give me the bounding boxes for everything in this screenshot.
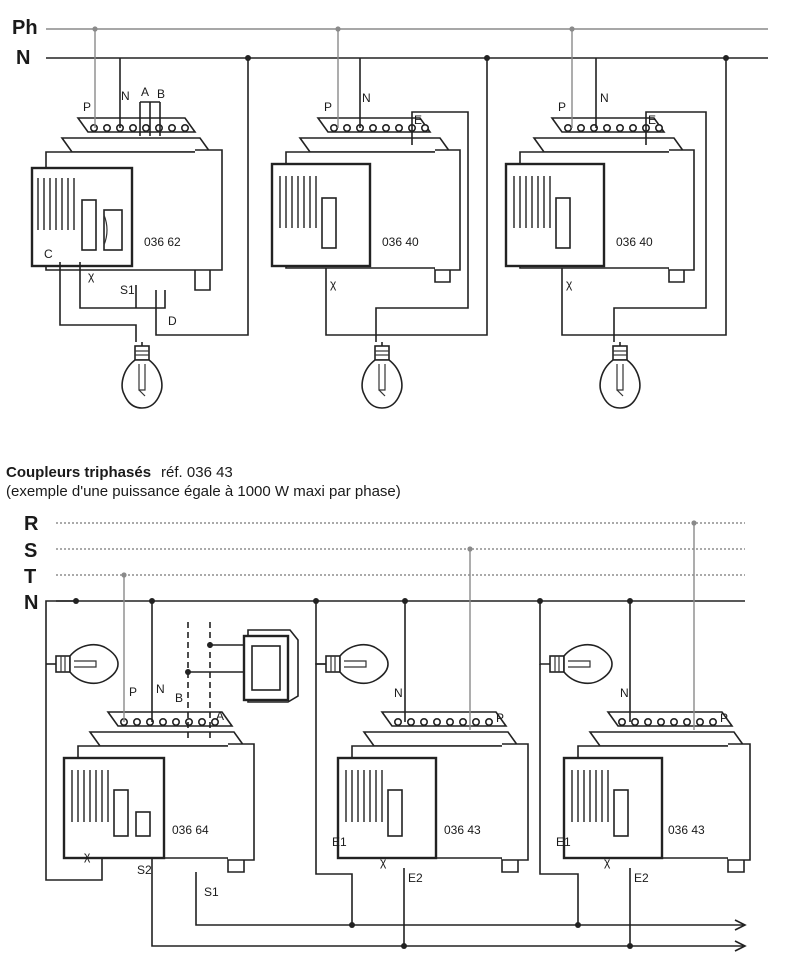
top-section: Ph N 036 62 P N A B C S1 D: [12, 17, 768, 409]
side-label-e1-6: E1: [556, 835, 571, 849]
side-label-e2-5: E2: [408, 871, 423, 885]
terminal-label-n-4: N: [156, 682, 165, 696]
bus-label-s: S: [24, 540, 37, 562]
side-label-s2: S2: [137, 863, 152, 877]
terminal-label-p-2: P: [324, 100, 332, 114]
coupler-036-43-b: 036 43 N P E1 E2 χ: [556, 686, 751, 885]
bus-label-t: T: [24, 566, 36, 588]
side-label-e2-6: E2: [634, 871, 649, 885]
side-label-e1-5: E1: [332, 835, 347, 849]
delay-symbol-6: χ: [604, 855, 611, 869]
contactor-036-62: 036 62 P N A B C S1 D χ: [30, 85, 223, 328]
caption-ref: réf. 036 43: [161, 464, 233, 481]
delay-symbol-2: χ: [330, 277, 337, 291]
device-ref-2: 036 40: [382, 235, 419, 249]
terminal-label-b-1: B: [157, 87, 165, 101]
svg-text:Coupleurs triphasés réf.: Coupleurs triphasés réf. 036 43: [6, 464, 233, 481]
device-ref-4: 036 64: [172, 823, 209, 837]
contactor-036-40-b: 036 40 P N E χ: [504, 91, 695, 291]
contactor-036-40-a: 036 40 P N E χ: [270, 91, 461, 291]
delay-symbol-5: χ: [380, 855, 387, 869]
side-label-s1: S1: [120, 283, 135, 297]
caption-subtitle: (exemple d'une puissance égale à 1000 W …: [6, 483, 401, 500]
terminal-label-p-6: P: [720, 711, 728, 725]
terminal-label-p-4: P: [129, 685, 137, 699]
terminal-label-b-4: B: [175, 691, 183, 705]
terminal-label-e-3: E: [648, 113, 656, 127]
side-label-d: D: [168, 314, 177, 328]
terminal-label-p-3: P: [558, 100, 566, 114]
delay-symbol-3: χ: [566, 277, 573, 291]
side-label-c: C: [44, 247, 53, 261]
terminal-label-n-6: N: [620, 686, 629, 700]
terminal-label-a-4: A: [216, 709, 224, 723]
device-ref-3: 036 40: [616, 235, 653, 249]
device-ref-5: 036 43: [444, 823, 481, 837]
terminal-label-a-1: A: [141, 85, 149, 99]
delay-symbol-4: χ: [84, 849, 91, 863]
bus-label-n-bottom: N: [24, 592, 38, 614]
terminal-label-n-5: N: [394, 686, 403, 700]
device-ref-6: 036 43: [668, 823, 705, 837]
delay-symbol-1: χ: [88, 269, 95, 283]
bus-label-n: N: [16, 47, 30, 69]
caption: Coupleurs triphasés réf. 036 43 (exemple…: [6, 464, 401, 500]
terminal-label-e-2: E: [414, 113, 422, 127]
terminal-label-n-2: N: [362, 91, 371, 105]
coupler-036-64: 036 64 P N B A S2 S1 χ: [62, 682, 255, 899]
terminal-label-n-3: N: [600, 91, 609, 105]
bottom-section: R S T N 036 64 P N B: [24, 513, 751, 952]
terminal-label-p-1: P: [83, 100, 91, 114]
bus-label-r: R: [24, 513, 39, 535]
side-label-s1-bottom: S1: [204, 885, 219, 899]
coupler-036-43-a: 036 43 N P E1 E2 χ: [332, 686, 529, 885]
bus-label-ph: Ph: [12, 17, 38, 39]
caption-title: Coupleurs triphasés: [6, 464, 151, 481]
push-button: [242, 629, 299, 703]
device-ref-1: 036 62: [144, 235, 181, 249]
terminal-label-n-1: N: [121, 89, 130, 103]
terminal-label-p-5: P: [496, 711, 504, 725]
